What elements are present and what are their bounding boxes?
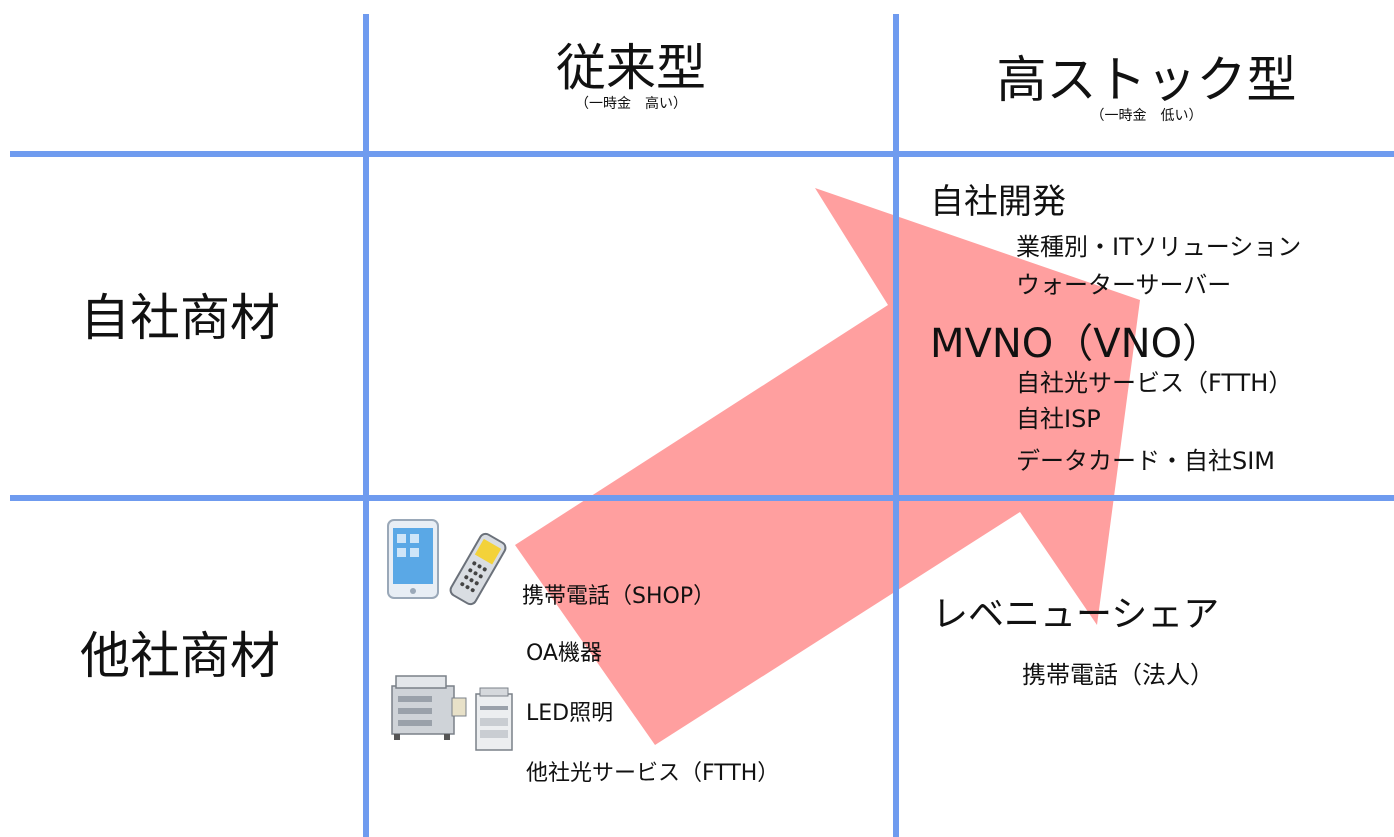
grid-line-horizontal-1	[10, 151, 1394, 157]
grid-line-horizontal-2	[10, 495, 1394, 501]
column-subtitle-traditional: （一時金 高い）	[575, 96, 687, 112]
column-title-traditional: 従来型	[556, 39, 706, 97]
growth-arrow-shape	[515, 188, 1140, 745]
own-dev-item: ウォーターサーバー	[1016, 271, 1232, 299]
column-subtitle-high-stock: （一時金 低い）	[1090, 108, 1203, 124]
traditional-item: LED照明	[526, 701, 614, 726]
mvno-heading: MVNO（VNO）	[930, 321, 1223, 367]
column-title-high-stock: 高ストック型	[996, 51, 1297, 109]
grid-line-vertical-2	[893, 14, 899, 837]
feature-phone-icon	[449, 532, 507, 606]
grid-line-vertical-1	[363, 14, 369, 837]
column-header-traditional: 従来型 （一時金 高い）	[369, 40, 893, 112]
column-header-high-stock: 高ストック型 （一時金 低い）	[899, 52, 1394, 124]
own-dev-heading: 自社開発	[930, 182, 1066, 222]
revenue-share-heading: レベニューシェア	[932, 594, 1220, 635]
mvno-item: データカード・自社SIM	[1016, 447, 1276, 475]
mvno-item: 自社光サービス（FTTH）	[1016, 369, 1293, 397]
smartphone-icon	[387, 519, 439, 599]
revenue-share-item: 携帯電話（法人）	[1022, 661, 1214, 689]
traditional-item: 携帯電話（SHOP）	[522, 584, 716, 609]
mvno-item: 自社ISP	[1016, 405, 1101, 433]
row-header-other: 他社商材	[80, 627, 280, 685]
printer-icon	[475, 687, 513, 751]
row-header-own: 自社商材	[80, 289, 280, 347]
traditional-item: 他社光サービス（FTTH）	[526, 761, 780, 786]
traditional-item: OA機器	[526, 641, 602, 666]
copier-icon	[391, 675, 467, 740]
own-dev-item: 業種別・ITソリューション	[1016, 233, 1302, 261]
